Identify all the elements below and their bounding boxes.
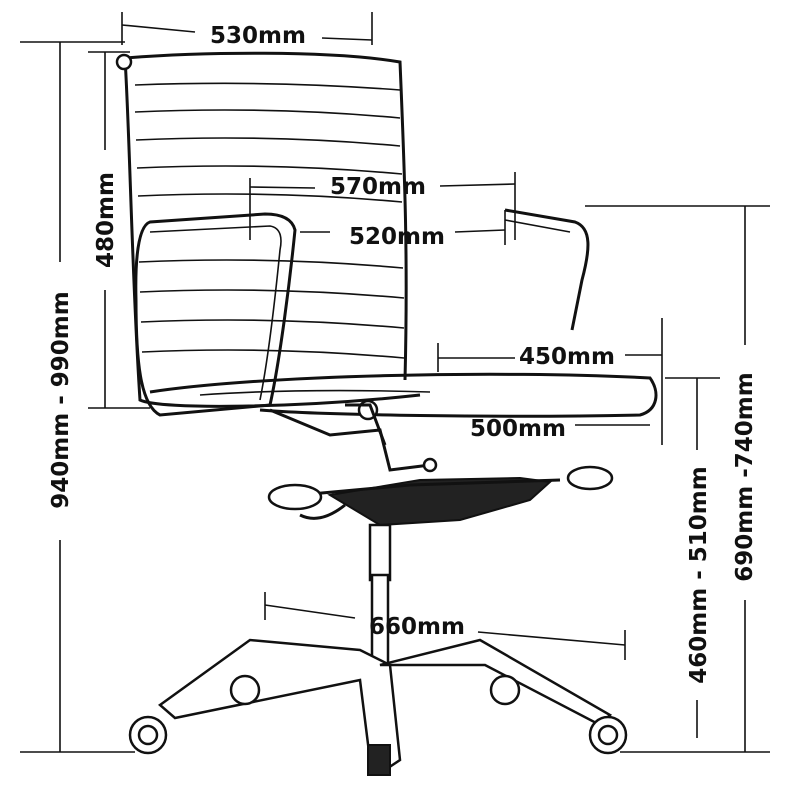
backrest: [115, 51, 421, 408]
armrests: [134, 208, 590, 417]
dim-overall-width: 570mm: [330, 174, 426, 200]
base: [128, 523, 628, 776]
dim-top-width: 530mm: [210, 23, 306, 49]
mechanism: [267, 399, 614, 527]
dimension-lines: [20, 12, 770, 753]
dim-seat-width: 500mm: [470, 416, 566, 442]
dim-base-diameter: 660mm: [369, 614, 465, 640]
dim-seat-height: 460mm - 510mm: [686, 466, 712, 683]
dim-armrest-height: 690mm -740mm: [732, 372, 758, 581]
seat: [149, 372, 658, 418]
dim-overall-height: 940mm - 990mm: [48, 291, 74, 508]
dim-backrest-height: 480mm: [93, 172, 119, 268]
dim-inner-width: 520mm: [349, 224, 445, 250]
dim-seat-depth: 450mm: [519, 344, 615, 370]
